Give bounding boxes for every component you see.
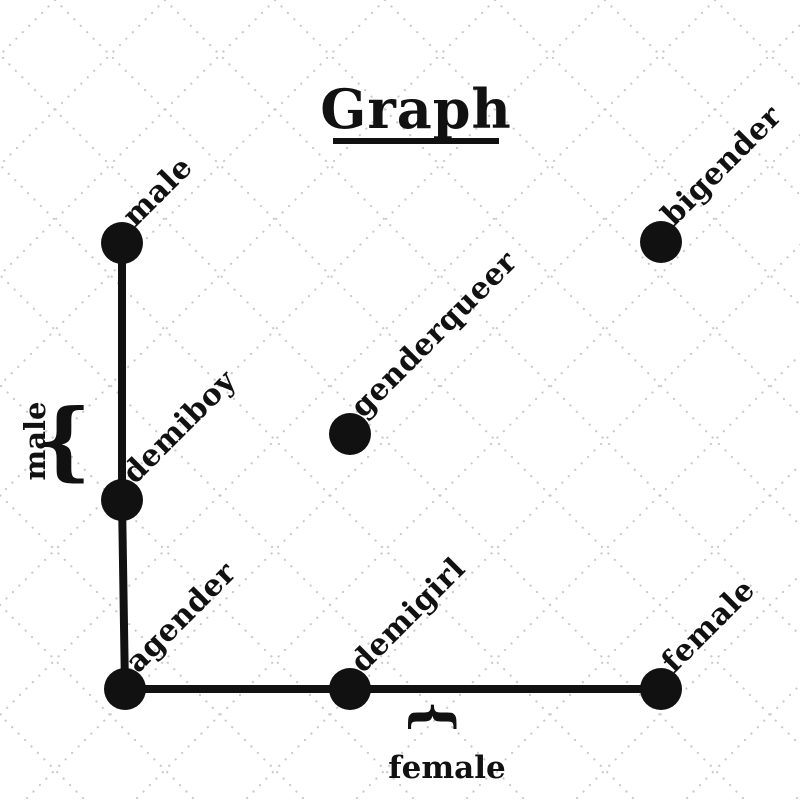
curly-brace-female-range: { [404,700,465,733]
node-demigirl [329,668,371,710]
node-male [101,222,143,264]
annotation-label-male-range: male [18,402,52,481]
node-bigender [640,221,682,263]
nodes-layer [101,221,682,710]
node-genderqueer [329,413,371,455]
title-underline [333,138,499,144]
edges-layer [118,239,665,693]
node-agender [104,668,146,710]
diagram-title: Graph [320,77,512,141]
annotations-layer: {male{female [18,391,506,786]
annotation-label-female-range: female [388,750,505,786]
curly-brace-male-range: { [37,391,92,491]
node-demiboy [101,479,143,521]
node-female [640,668,682,710]
edge-demiboy-agender [118,496,129,693]
